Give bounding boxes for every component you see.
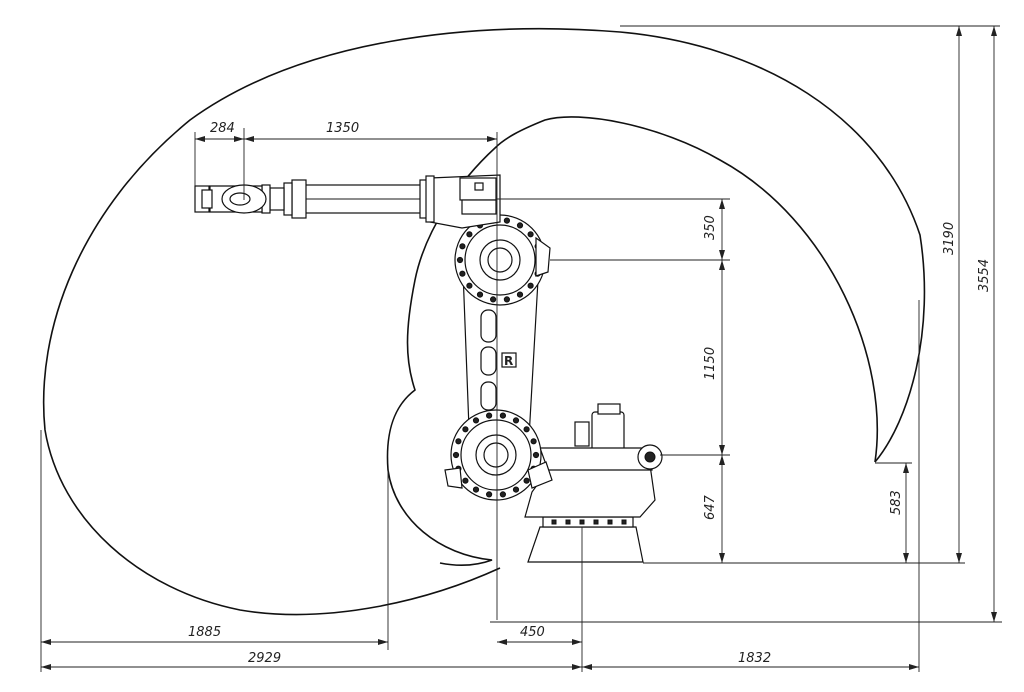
dim-arm-reach: 1350: [326, 121, 359, 136]
dim-forearm-height: 350: [703, 215, 718, 240]
outer-envelope-curve: [42, 27, 926, 616]
bolt: [452, 451, 460, 459]
axis-motor-upper: [591, 411, 625, 453]
bolt: [512, 417, 520, 424]
dim-max-reach: 2929: [248, 651, 281, 666]
bolt: [486, 412, 493, 419]
bolt: [462, 426, 469, 433]
dim-front-reach: 1832: [738, 651, 771, 666]
robot: R: [194, 174, 663, 563]
bolt: [476, 291, 484, 298]
bolt: [532, 451, 540, 459]
bolt: [503, 217, 510, 224]
bolt: [499, 412, 506, 419]
dim-rear-reach: 1885: [188, 625, 221, 640]
manufacturer-logo: R: [501, 352, 517, 368]
robot-base: [527, 526, 644, 563]
bolt: [456, 256, 464, 264]
dim-envelope-reach-height: 3190: [942, 222, 957, 255]
bolt: [490, 296, 497, 303]
bolt: [459, 243, 466, 250]
bolt: [466, 231, 473, 238]
bolt: [472, 417, 480, 424]
arm-lightening-holes: [480, 309, 497, 411]
counterbalance-arm: [539, 447, 653, 471]
bolt: [516, 291, 524, 298]
dim-total-height: 3554: [977, 259, 992, 292]
bolt: [455, 438, 462, 445]
dim-upper-arm-length: 1150: [703, 347, 718, 380]
wrist-flange-1: [291, 179, 307, 219]
bolt: [499, 491, 506, 498]
bolt: [459, 270, 466, 277]
dimensions: 284 1350 350 1150 647 583 3190 35: [40, 25, 1002, 672]
turntable-bolts: [551, 519, 627, 525]
bolt: [503, 296, 510, 303]
axis-motor-cap: [597, 403, 621, 415]
svg-text:R: R: [504, 354, 513, 368]
wrist-flange-2: [283, 182, 293, 216]
dim-wrist-offset: 284: [210, 121, 235, 136]
dim-envelope-lower-height: 583: [889, 490, 904, 515]
bolt: [466, 282, 473, 289]
bolt: [512, 486, 520, 493]
bolt: [527, 231, 534, 238]
bolt: [527, 282, 534, 289]
bolt: [523, 477, 530, 484]
bolt: [486, 491, 493, 498]
dim-shoulder-height: 647: [703, 494, 718, 520]
bolt: [472, 486, 480, 493]
bolt: [516, 222, 524, 229]
bolt: [462, 477, 469, 484]
bolt: [530, 438, 537, 445]
axis-motor-small: [574, 421, 590, 447]
bolt: [523, 426, 530, 433]
dim-shoulder-offset: 450: [520, 625, 545, 640]
